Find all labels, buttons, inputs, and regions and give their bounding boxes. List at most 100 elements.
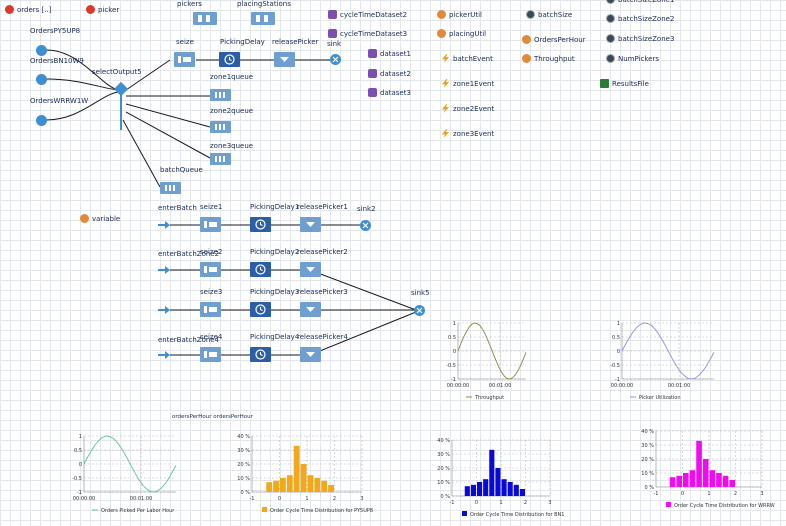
batch-size-zone3-parameter[interactable]: batchSizeZone3: [606, 33, 674, 44]
release-block[interactable]: [300, 302, 321, 317]
x-tick-label: 0: [681, 491, 684, 497]
clock-icon: [224, 54, 235, 65]
enter-label: enterBatch: [158, 204, 197, 212]
zone3-event[interactable]: zone3Event: [441, 128, 494, 139]
select-output-label: selectOutput5: [92, 68, 142, 76]
legend-label: Orders Picked Per Labor Hour: [101, 508, 175, 514]
release-label: releasePicker: [272, 38, 319, 46]
pickers-resource-pool[interactable]: [193, 12, 217, 25]
cycle-dataset-2[interactable]: cycleTimeDataset2: [328, 9, 407, 20]
seize-block[interactable]: [200, 302, 221, 317]
function-icon: [437, 29, 446, 38]
legend-label: Order Cycle Time Distribution for WRRW: [674, 503, 775, 509]
y-tick-label: 0.5: [448, 335, 456, 341]
x-tick-label: 00:01:00: [668, 383, 690, 389]
source-block-bn10w9[interactable]: [36, 74, 47, 85]
clock-icon: [255, 304, 266, 315]
picker-agent-type[interactable]: picker: [86, 4, 119, 15]
orders-agent-type[interactable]: orders [..]: [5, 4, 51, 15]
histogram-bar: [696, 440, 702, 487]
zone3-queue-block[interactable]: [210, 153, 231, 165]
release-block[interactable]: [300, 217, 321, 232]
delay-block[interactable]: [250, 347, 271, 362]
legend-label: Throughput: [474, 395, 504, 401]
histogram-bar: [716, 473, 722, 487]
source-block-py5up8[interactable]: [36, 45, 47, 56]
orders-per-hour-variable[interactable]: OrdersPerHour: [522, 34, 586, 45]
batch-event[interactable]: batchEvent: [441, 53, 493, 64]
dataset-2[interactable]: dataset2: [368, 68, 411, 79]
parameter-icon: [606, 34, 615, 43]
histogram-bar: [683, 473, 689, 487]
batch-size-zone1-parameter[interactable]: batchSizeZone1: [606, 0, 674, 5]
release-block[interactable]: [300, 262, 321, 277]
release-label: releasePicker1: [297, 203, 348, 211]
queue-icon: [215, 156, 225, 162]
y-tick-label: 0: [617, 349, 620, 355]
parameter-icon: [606, 0, 615, 4]
release-block[interactable]: [274, 52, 295, 67]
delay-block[interactable]: [250, 302, 271, 317]
zone1-queue-block[interactable]: [210, 89, 231, 101]
x-tick-label: 2: [333, 496, 336, 502]
variable-item[interactable]: variable: [80, 213, 120, 224]
legend-label: Picker Utilization: [639, 395, 681, 401]
num-pickers-parameter[interactable]: NumPickers: [606, 53, 659, 64]
cycle-dataset-3[interactable]: cycleTimeDataset3: [328, 28, 407, 39]
variable-icon: [80, 214, 89, 223]
histogram-bar: [470, 484, 476, 496]
dataset-icon: [328, 29, 337, 38]
release-label: releasePicker3: [297, 288, 348, 296]
zone1-event[interactable]: zone1Event: [441, 78, 494, 89]
function-icon: [437, 10, 446, 19]
release-icon: [306, 352, 315, 357]
source-block-wrrw1w[interactable]: [36, 115, 47, 126]
histogram-bar: [519, 489, 525, 496]
y-tick-label: -0.5: [446, 363, 456, 369]
placing-stations-resource-pool[interactable]: [251, 12, 275, 25]
seize-block[interactable]: [200, 262, 221, 277]
dataset-3[interactable]: dataset3: [368, 87, 411, 98]
release-block[interactable]: [300, 347, 321, 362]
results-file[interactable]: ResultsFile: [600, 78, 649, 89]
x-tick-label: -1: [450, 500, 455, 506]
y-tick-label: 10 %: [641, 471, 654, 477]
seize-block[interactable]: [200, 217, 221, 232]
variable-icon: [522, 35, 531, 44]
histogram-bar: [266, 482, 273, 492]
dataset-icon: [328, 10, 337, 19]
batch-size-zone2-parameter[interactable]: batchSizeZone2: [606, 13, 674, 24]
zone2-event[interactable]: zone2Event: [441, 103, 494, 114]
sink5-block[interactable]: [414, 305, 425, 316]
pickers-label: pickers: [177, 0, 202, 8]
release-icon: [306, 222, 315, 227]
batch-size-parameter[interactable]: batchSize: [526, 9, 572, 20]
seize-icon: [204, 266, 217, 273]
sink-block[interactable]: [330, 54, 341, 65]
seize-block[interactable]: [200, 347, 221, 362]
seize-block[interactable]: [174, 52, 195, 67]
delay-block[interactable]: [250, 217, 271, 232]
y-tick-label: -0.5: [610, 363, 620, 369]
placing-util-function[interactable]: placingUtil: [437, 28, 486, 39]
throughput-variable[interactable]: Throughput: [522, 53, 575, 64]
y-tick-label: 30 %: [641, 443, 654, 449]
batch-queue-block[interactable]: [160, 182, 181, 194]
y-tick-label: 0 %: [644, 485, 654, 491]
source-label: OrdersWRRW1W: [30, 97, 89, 105]
source-label: OrdersBN10W9: [30, 57, 84, 65]
histogram-bar: [689, 470, 696, 487]
dataset-1[interactable]: dataset1: [368, 48, 411, 59]
zone2-queue-block[interactable]: [210, 121, 231, 133]
picker-util-function[interactable]: pickerUtil: [437, 9, 482, 20]
delay-block[interactable]: [250, 262, 271, 277]
delay-block[interactable]: [219, 52, 240, 67]
sink-block[interactable]: [360, 220, 371, 231]
legend-swatch: [666, 502, 671, 507]
